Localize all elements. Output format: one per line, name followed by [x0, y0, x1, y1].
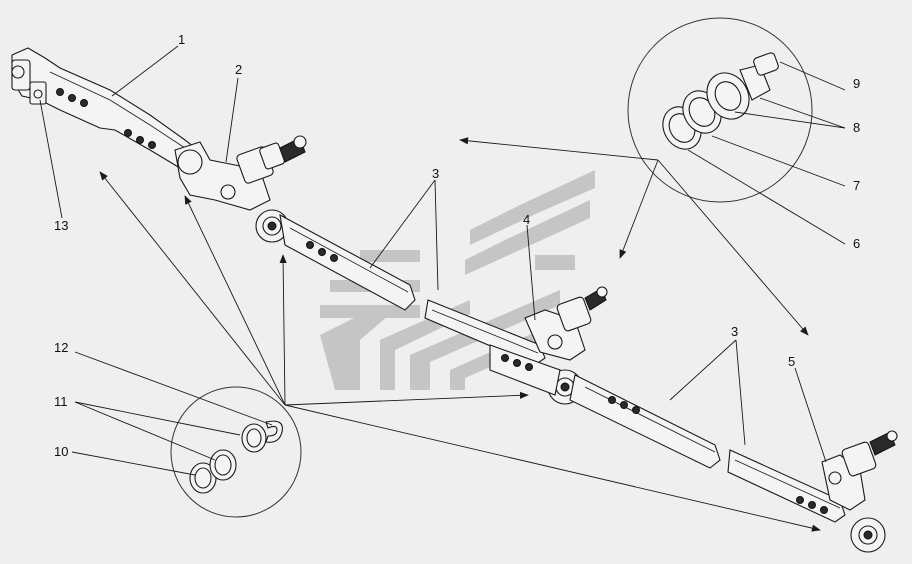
detail-circle-fittings — [627, 17, 813, 203]
arrows-washers — [99, 171, 821, 532]
label-4: 4 — [523, 212, 530, 227]
label-1: 1 — [178, 32, 185, 47]
link-plate-middle — [489, 344, 561, 396]
arrows-fittings — [459, 137, 809, 336]
label-13: 13 — [54, 218, 68, 233]
label-11: 11 — [54, 394, 68, 409]
label-3b: 3 — [731, 324, 738, 339]
label-7: 7 — [853, 178, 860, 193]
bracket-2 — [174, 135, 307, 211]
label-12: 12 — [54, 340, 68, 355]
label-8: 8 — [853, 120, 860, 135]
bracket-5 — [821, 430, 898, 553]
label-2: 2 — [235, 62, 242, 77]
angle-bar-3-left — [279, 213, 416, 311]
angle-bar-3-far-right — [727, 449, 846, 523]
detail-circle-washers — [170, 386, 302, 518]
label-10: 10 — [54, 444, 68, 459]
angle-bar-3-middle — [424, 299, 546, 366]
label-3a: 3 — [432, 166, 439, 181]
bracket-4 — [524, 286, 608, 361]
label-5: 5 — [788, 354, 795, 369]
angle-bar-3-right — [569, 374, 721, 469]
part-labels: 1 2 3 3 4 5 6 7 8 9 10 11 12 13 — [54, 32, 860, 459]
leader-lines — [39, 45, 846, 476]
label-6: 6 — [853, 236, 860, 251]
label-9: 9 — [853, 76, 860, 91]
